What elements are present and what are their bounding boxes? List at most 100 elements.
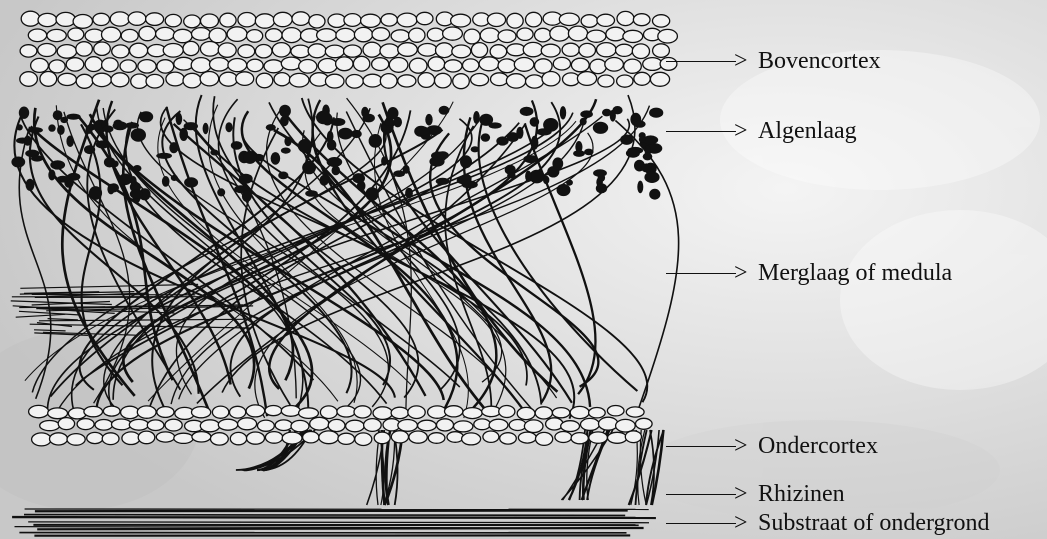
cortex-cell xyxy=(453,74,470,89)
cortex-cell xyxy=(40,72,57,87)
cortex-cell xyxy=(364,419,382,432)
cortex-cell xyxy=(509,420,526,431)
algae-cell xyxy=(239,174,253,184)
cortex-cell xyxy=(437,419,454,431)
cortex-cell xyxy=(156,432,174,442)
cortex-cell xyxy=(568,26,587,41)
algae-cell xyxy=(543,118,558,132)
cortex-cell xyxy=(264,60,283,73)
cortex-cell xyxy=(632,44,649,59)
arrowhead-ondercortex: > xyxy=(734,434,748,458)
cortex-cell xyxy=(581,15,598,28)
algae-cell xyxy=(184,177,198,187)
cortex-cell xyxy=(95,420,113,431)
cortex-cell xyxy=(499,406,515,418)
algae-cell xyxy=(439,106,450,115)
cortex-cell xyxy=(275,420,292,431)
cortex-cell xyxy=(623,30,643,42)
algae-cell xyxy=(381,156,387,165)
algae-cell xyxy=(66,114,80,120)
cortex-cell xyxy=(308,44,326,58)
cortex-cell xyxy=(418,420,437,431)
cortex-cell xyxy=(526,75,544,88)
cortex-cell xyxy=(577,72,596,86)
cortex-cell xyxy=(165,14,181,26)
label-rhizinen: Rhizinen xyxy=(758,482,845,506)
algae-cell xyxy=(112,161,119,168)
algae-cell xyxy=(416,126,430,135)
algae-cell xyxy=(319,175,328,186)
cortex-cell xyxy=(57,45,76,59)
algae-cell xyxy=(649,189,660,200)
cortex-cell xyxy=(266,29,283,42)
cortex-cell xyxy=(506,74,525,88)
cortex-cell xyxy=(599,417,618,430)
algae-cell xyxy=(351,130,362,138)
cortex-cell xyxy=(67,434,85,446)
algae-cell xyxy=(118,174,132,186)
cortex-cell xyxy=(517,28,533,40)
cortex-cell xyxy=(523,42,543,56)
cortex-cell xyxy=(299,60,317,74)
cortex-cell xyxy=(58,73,76,85)
algae-cell xyxy=(543,176,549,184)
cortex-cell xyxy=(498,59,516,73)
cortex-cell xyxy=(325,74,344,88)
cortex-cell xyxy=(121,29,138,42)
cortex-cell xyxy=(418,44,437,57)
arrowhead-substraat: > xyxy=(734,511,748,535)
cortex-cell xyxy=(292,12,310,26)
algae-cell xyxy=(130,176,136,186)
algae-cell xyxy=(626,149,640,158)
cortex-cell xyxy=(103,406,120,416)
algae-cell xyxy=(28,127,43,133)
cortex-cell xyxy=(507,13,523,28)
cortex-cell xyxy=(131,74,148,88)
algae-cell xyxy=(16,124,22,130)
cortex-cell xyxy=(445,406,463,417)
cortex-cell xyxy=(247,30,263,43)
cortex-cell xyxy=(31,58,49,72)
label-merglaag: Merglaag of medula xyxy=(758,261,952,285)
cortex-cell xyxy=(409,28,425,42)
cortex-cell xyxy=(354,406,371,418)
label-ondercortex: Ondercortex xyxy=(758,434,878,458)
cortex-cell xyxy=(282,28,301,43)
cortex-cell xyxy=(398,420,418,432)
cortex-cell xyxy=(535,407,552,419)
cortex-cell xyxy=(258,420,275,431)
cortex-cell xyxy=(218,419,237,430)
cortex-cell xyxy=(183,73,201,88)
algae-cell xyxy=(162,176,170,187)
cortex-cell xyxy=(130,43,148,57)
algae-cell xyxy=(573,150,585,157)
cortex-cell xyxy=(289,73,309,87)
algae-cell xyxy=(11,157,25,168)
algae-cell xyxy=(316,111,331,125)
cortex-cell xyxy=(500,433,517,444)
hypha-horizontal-strand xyxy=(19,307,105,308)
algae-cell xyxy=(641,163,652,172)
cortex-cell xyxy=(40,421,60,431)
cortex-cell xyxy=(397,13,417,27)
cortex-cell xyxy=(524,420,543,433)
algae-cell xyxy=(405,188,413,199)
cortex-cell xyxy=(128,12,146,25)
algae-cell xyxy=(48,124,55,131)
cortex-cell xyxy=(571,433,588,444)
cortex-cell xyxy=(490,45,507,59)
cortex-cell xyxy=(93,13,110,25)
cortex-cell xyxy=(471,74,489,86)
algae-cell xyxy=(96,140,110,148)
cortex-cell xyxy=(626,407,644,417)
cortex-cell xyxy=(491,73,509,86)
cortex-cell xyxy=(122,432,140,445)
algae-cell xyxy=(281,148,291,154)
cortex-cell xyxy=(281,57,301,70)
cortex-cell xyxy=(320,406,337,419)
algae-cell xyxy=(338,128,353,140)
cortex-cell xyxy=(192,28,211,41)
cortex-cell xyxy=(474,419,491,430)
cortex-cell xyxy=(201,14,219,28)
label-bovencortex: Bovencortex xyxy=(758,49,881,73)
